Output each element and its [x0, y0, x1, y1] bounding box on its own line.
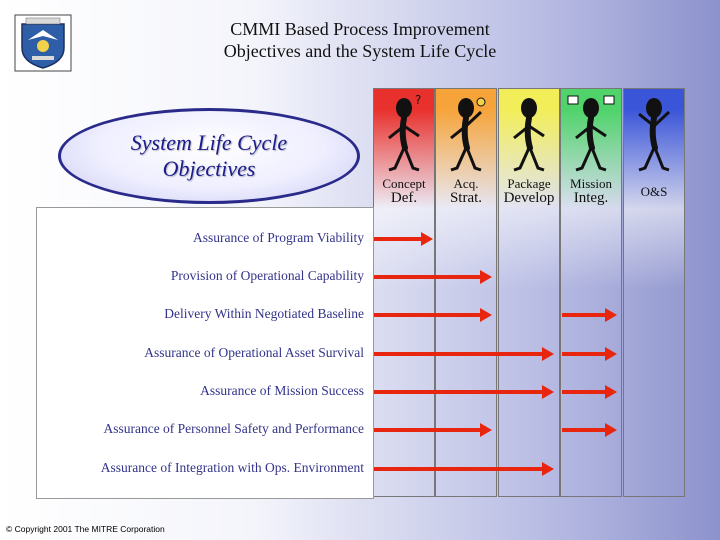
- coverage-arrow: [374, 347, 554, 361]
- phase-label-line2: Def.: [390, 190, 418, 206]
- stick-figure-icon: [513, 98, 545, 172]
- coverage-arrow: [562, 347, 617, 361]
- stick-figure-icon: [567, 95, 615, 172]
- coverage-arrow: [562, 423, 617, 437]
- phase-label-line2: Integ.: [573, 190, 609, 206]
- objectives-panel: [36, 207, 374, 499]
- objective-label: Assurance of Mission Success: [200, 383, 364, 398]
- coverage-arrow: [562, 308, 617, 322]
- coverage-arrow: [374, 462, 554, 476]
- stick-figure-icon: [638, 98, 671, 172]
- objective-label: Assurance of Integration with Ops. Envir…: [100, 460, 364, 475]
- objective-label: Assurance of Operational Asset Survival: [144, 345, 364, 360]
- phase-label-line1: Concept: [382, 176, 426, 191]
- life-cycle-objectives-ellipse: System Life Cycle Objectives: [58, 108, 360, 204]
- objective-label: Assurance of Personnel Safety and Perfor…: [103, 421, 364, 436]
- phase-column-5: [623, 88, 685, 497]
- coverage-arrow: [374, 270, 492, 284]
- air-force-emblem-logo: [14, 14, 72, 72]
- coverage-arrow: [374, 232, 433, 246]
- phase-label-line2: Strat.: [449, 190, 483, 206]
- objective-label: Provision of Operational Capability: [170, 268, 364, 283]
- page-title: CMMI Based Process Improvement Objective…: [223, 19, 497, 61]
- copyright-notice: © Copyright 2001 The MITRE Corporation: [6, 524, 165, 534]
- stick-figure-icon: [450, 97, 486, 172]
- phase-label-line2: Develop: [503, 190, 555, 206]
- coverage-arrow: [374, 308, 492, 322]
- phase-label-line1: Acq.: [453, 176, 479, 191]
- objective-label: Delivery Within Negotiated Baseline: [164, 306, 364, 321]
- objective-label: Assurance of Program Viability: [192, 230, 364, 245]
- phase-label-5: O&S: [621, 184, 687, 199]
- svg-text:?: ?: [415, 94, 421, 107]
- coverage-arrow: [562, 385, 617, 399]
- phase-label-2: Acq.Strat.: [433, 176, 499, 206]
- phase-label-line1: Package: [507, 176, 551, 191]
- phase-column-3: [498, 88, 560, 497]
- phase-label-line1: Mission: [570, 176, 612, 191]
- coverage-arrow: [374, 385, 554, 399]
- coverage-arrow: [374, 423, 492, 437]
- phase-label-line1: O&S: [640, 184, 668, 199]
- stick-figure-icon: ?: [388, 94, 421, 172]
